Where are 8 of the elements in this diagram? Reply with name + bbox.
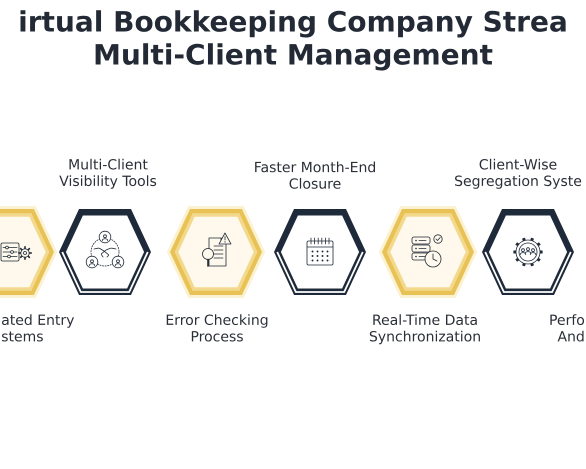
step-label: Real-Time Data Synchronization [370, 314, 480, 344]
step-label: Client-Wise Segregation Syste [455, 158, 582, 189]
step-label: Perfo And [550, 314, 584, 342]
step-label: Faster Month-End Closure [255, 161, 375, 189]
step-label: ated Entry stems [2, 314, 74, 342]
title: irtual Bookkeeping Company Strea Multi-Client Management [20, 10, 566, 71]
step-label: Error Checking Process [166, 314, 268, 342]
step-label: Multi-Client Visibility Tools [59, 158, 156, 189]
